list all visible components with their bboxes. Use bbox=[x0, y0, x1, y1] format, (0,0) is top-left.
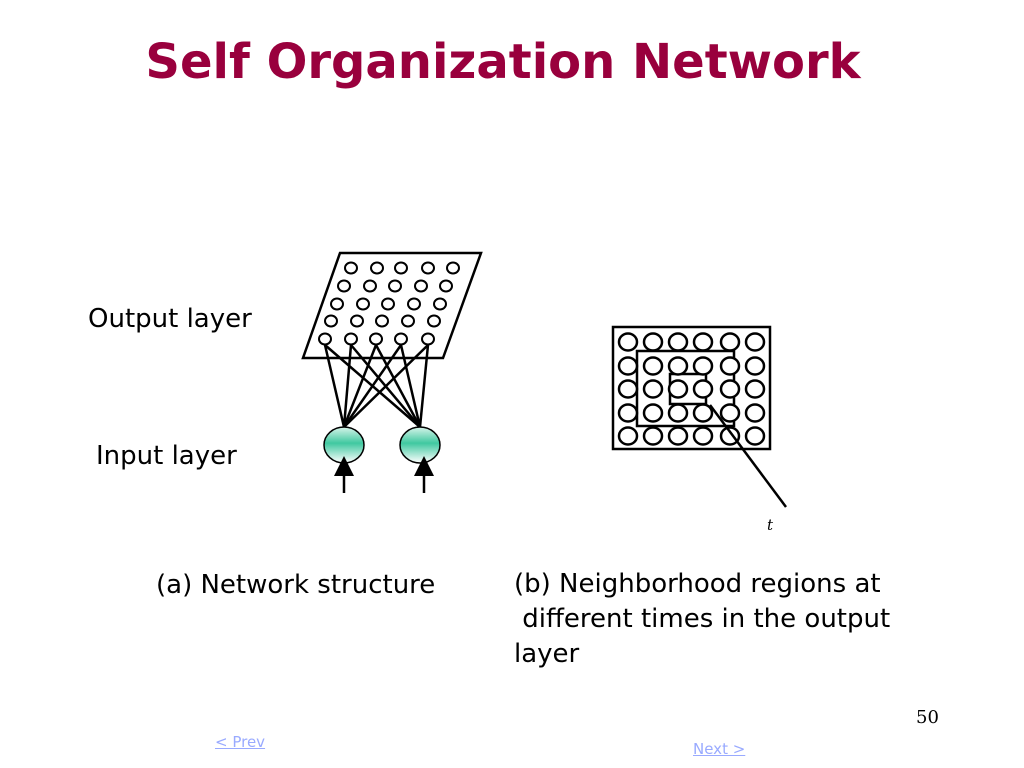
output-layer-grid bbox=[301, 251, 483, 360]
grid-neuron bbox=[667, 379, 689, 399]
caption-network-structure: (a) Network structure bbox=[156, 570, 436, 600]
connection-line bbox=[343, 344, 429, 428]
connection-line bbox=[342, 344, 378, 428]
grid-neuron bbox=[642, 379, 664, 399]
grid-neuron bbox=[692, 379, 714, 399]
output-neuron bbox=[344, 261, 358, 275]
output-neuron bbox=[401, 314, 415, 328]
grid-neuron bbox=[617, 356, 639, 376]
output-neurons bbox=[318, 261, 460, 346]
output-neuron bbox=[330, 297, 344, 311]
input-layer-label: Input layer bbox=[96, 441, 237, 471]
grid-neuron bbox=[667, 403, 689, 423]
output-neuron bbox=[337, 279, 351, 293]
grid-neuron bbox=[617, 332, 639, 352]
output-neuron bbox=[439, 279, 453, 293]
time-label: t bbox=[767, 516, 774, 534]
input-neuron-2 bbox=[399, 426, 441, 464]
output-neuron bbox=[356, 297, 370, 311]
grid-neuron bbox=[744, 356, 766, 376]
grid-neuron bbox=[642, 332, 664, 352]
output-neuron bbox=[421, 332, 435, 346]
output-neuron bbox=[394, 332, 408, 346]
time-pointer-line bbox=[708, 404, 788, 508]
neighborhood-diagram: t bbox=[611, 325, 788, 534]
page-number: 50 bbox=[916, 707, 939, 728]
output-neuron bbox=[369, 332, 383, 346]
grid-neuron bbox=[617, 426, 639, 446]
grid-neuron bbox=[692, 332, 714, 352]
grid-neuron bbox=[744, 379, 766, 399]
output-neuron bbox=[375, 314, 389, 328]
connection-line bbox=[342, 344, 353, 428]
output-neuron bbox=[350, 314, 364, 328]
slide-title: Self Organization Network bbox=[145, 34, 861, 90]
caption-neighborhood-regions: (b) Neighborhood regions at different ti… bbox=[514, 569, 891, 669]
grid-neuron bbox=[667, 426, 689, 446]
grid-neuron bbox=[744, 403, 766, 423]
grid-neuron bbox=[642, 356, 664, 376]
output-neuron bbox=[394, 261, 408, 275]
network-structure-diagram bbox=[301, 251, 483, 493]
output-neuron bbox=[388, 279, 402, 293]
grid-neuron bbox=[719, 332, 741, 352]
next-link[interactable]: Next > bbox=[693, 740, 746, 758]
grid-neuron bbox=[744, 332, 766, 352]
output-neuron bbox=[381, 297, 395, 311]
connection-line bbox=[399, 344, 422, 428]
output-neuron bbox=[363, 279, 377, 293]
connection-lines bbox=[323, 344, 430, 428]
output-neuron bbox=[421, 261, 435, 275]
grid-neuron bbox=[617, 403, 639, 423]
output-neuron bbox=[344, 332, 358, 346]
grid-neuron bbox=[692, 356, 714, 376]
prev-link[interactable]: < Prev bbox=[215, 733, 266, 751]
output-neuron bbox=[407, 297, 421, 311]
grid-neuron bbox=[617, 379, 639, 399]
output-layer-label: Output layer bbox=[88, 304, 252, 334]
connection-line bbox=[342, 344, 403, 428]
grid-neuron bbox=[642, 403, 664, 423]
output-neuron bbox=[318, 332, 332, 346]
grid-neuron bbox=[642, 426, 664, 446]
output-neuron bbox=[324, 314, 338, 328]
grid-neuron bbox=[667, 356, 689, 376]
grid-neuron bbox=[667, 332, 689, 352]
input-neuron-1 bbox=[323, 426, 365, 464]
connection-line bbox=[374, 344, 422, 428]
output-neuron bbox=[446, 261, 460, 275]
outer-neighborhood-box bbox=[611, 325, 772, 451]
output-neuron bbox=[370, 261, 384, 275]
grid-neuron bbox=[692, 426, 714, 446]
neighborhood-neurons bbox=[617, 332, 766, 446]
grid-neuron bbox=[719, 403, 741, 423]
grid-neuron bbox=[692, 403, 714, 423]
connection-line bbox=[418, 344, 430, 428]
output-neuron bbox=[414, 279, 428, 293]
grid-neuron bbox=[719, 356, 741, 376]
grid-neuron bbox=[719, 426, 741, 446]
output-neuron bbox=[433, 297, 447, 311]
grid-neuron bbox=[719, 379, 741, 399]
output-neuron bbox=[427, 314, 441, 328]
connection-line bbox=[323, 344, 346, 428]
grid-neuron bbox=[744, 426, 766, 446]
